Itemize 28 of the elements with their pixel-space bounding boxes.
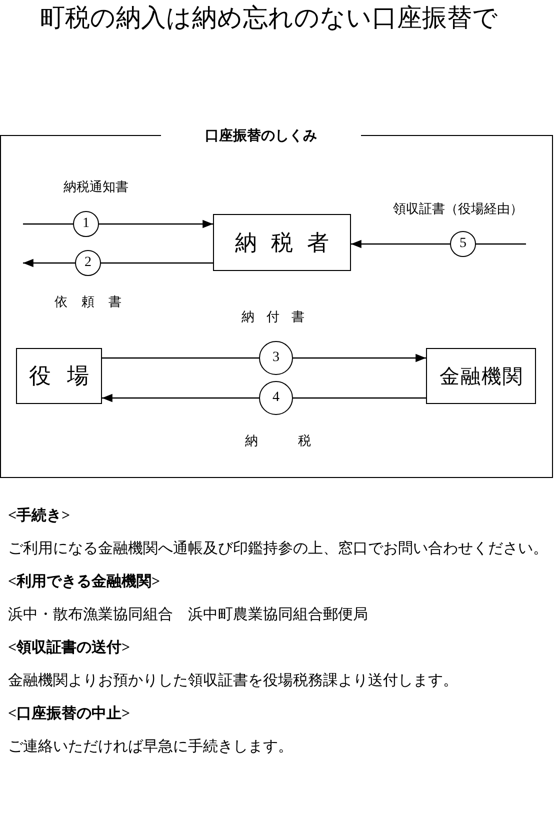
section-heading: <利用できる金融機関> <box>8 572 162 592</box>
step-number: 3 <box>259 341 293 375</box>
frame-title: 口座振替のしくみ <box>161 126 361 146</box>
step-number: 4 <box>259 381 293 415</box>
paragraph: ご利用になる金融機関へ通帳及び印鑑持参の上、窓口でお問い合わせください。 <box>8 539 549 559</box>
section-heading: <領収証書の送付> <box>8 638 132 658</box>
section-heading: <手続き> <box>8 506 72 526</box>
arrow-caption: 納付書 <box>240 308 318 326</box>
town-office-box <box>16 348 102 404</box>
paragraph: 浜中・散布漁業協同組合 浜中町農業協同組合郵便局 <box>8 606 369 625</box>
node-label: 納税者 <box>235 228 343 256</box>
arrow-caption: 依頼書 <box>54 293 136 311</box>
arrow <box>102 394 426 402</box>
arrow-caption: 納税通知書 <box>62 178 130 196</box>
paragraph: ご連絡いただければ早急に手続きします。 <box>8 738 294 757</box>
page-title: 町税の納入は納め忘れのない口座振替で <box>40 4 499 34</box>
step-number: 2 <box>75 250 101 276</box>
section-heading: <口座振替の中止> <box>8 704 132 724</box>
node-label: 役場 <box>29 362 105 390</box>
bank-box <box>426 348 536 404</box>
node-label: 金融機関 <box>440 364 524 390</box>
paragraph: 金融機関よりお預かりした領収証書を役場税務課より送付します。 <box>8 672 459 691</box>
step-number: 1 <box>73 211 99 237</box>
arrow-caption: 納税 <box>244 432 352 450</box>
arrow <box>102 354 426 362</box>
taxpayer-box <box>213 214 351 271</box>
arrow-caption: 領収証書（役場経由） <box>392 200 524 218</box>
step-number: 5 <box>450 231 476 257</box>
